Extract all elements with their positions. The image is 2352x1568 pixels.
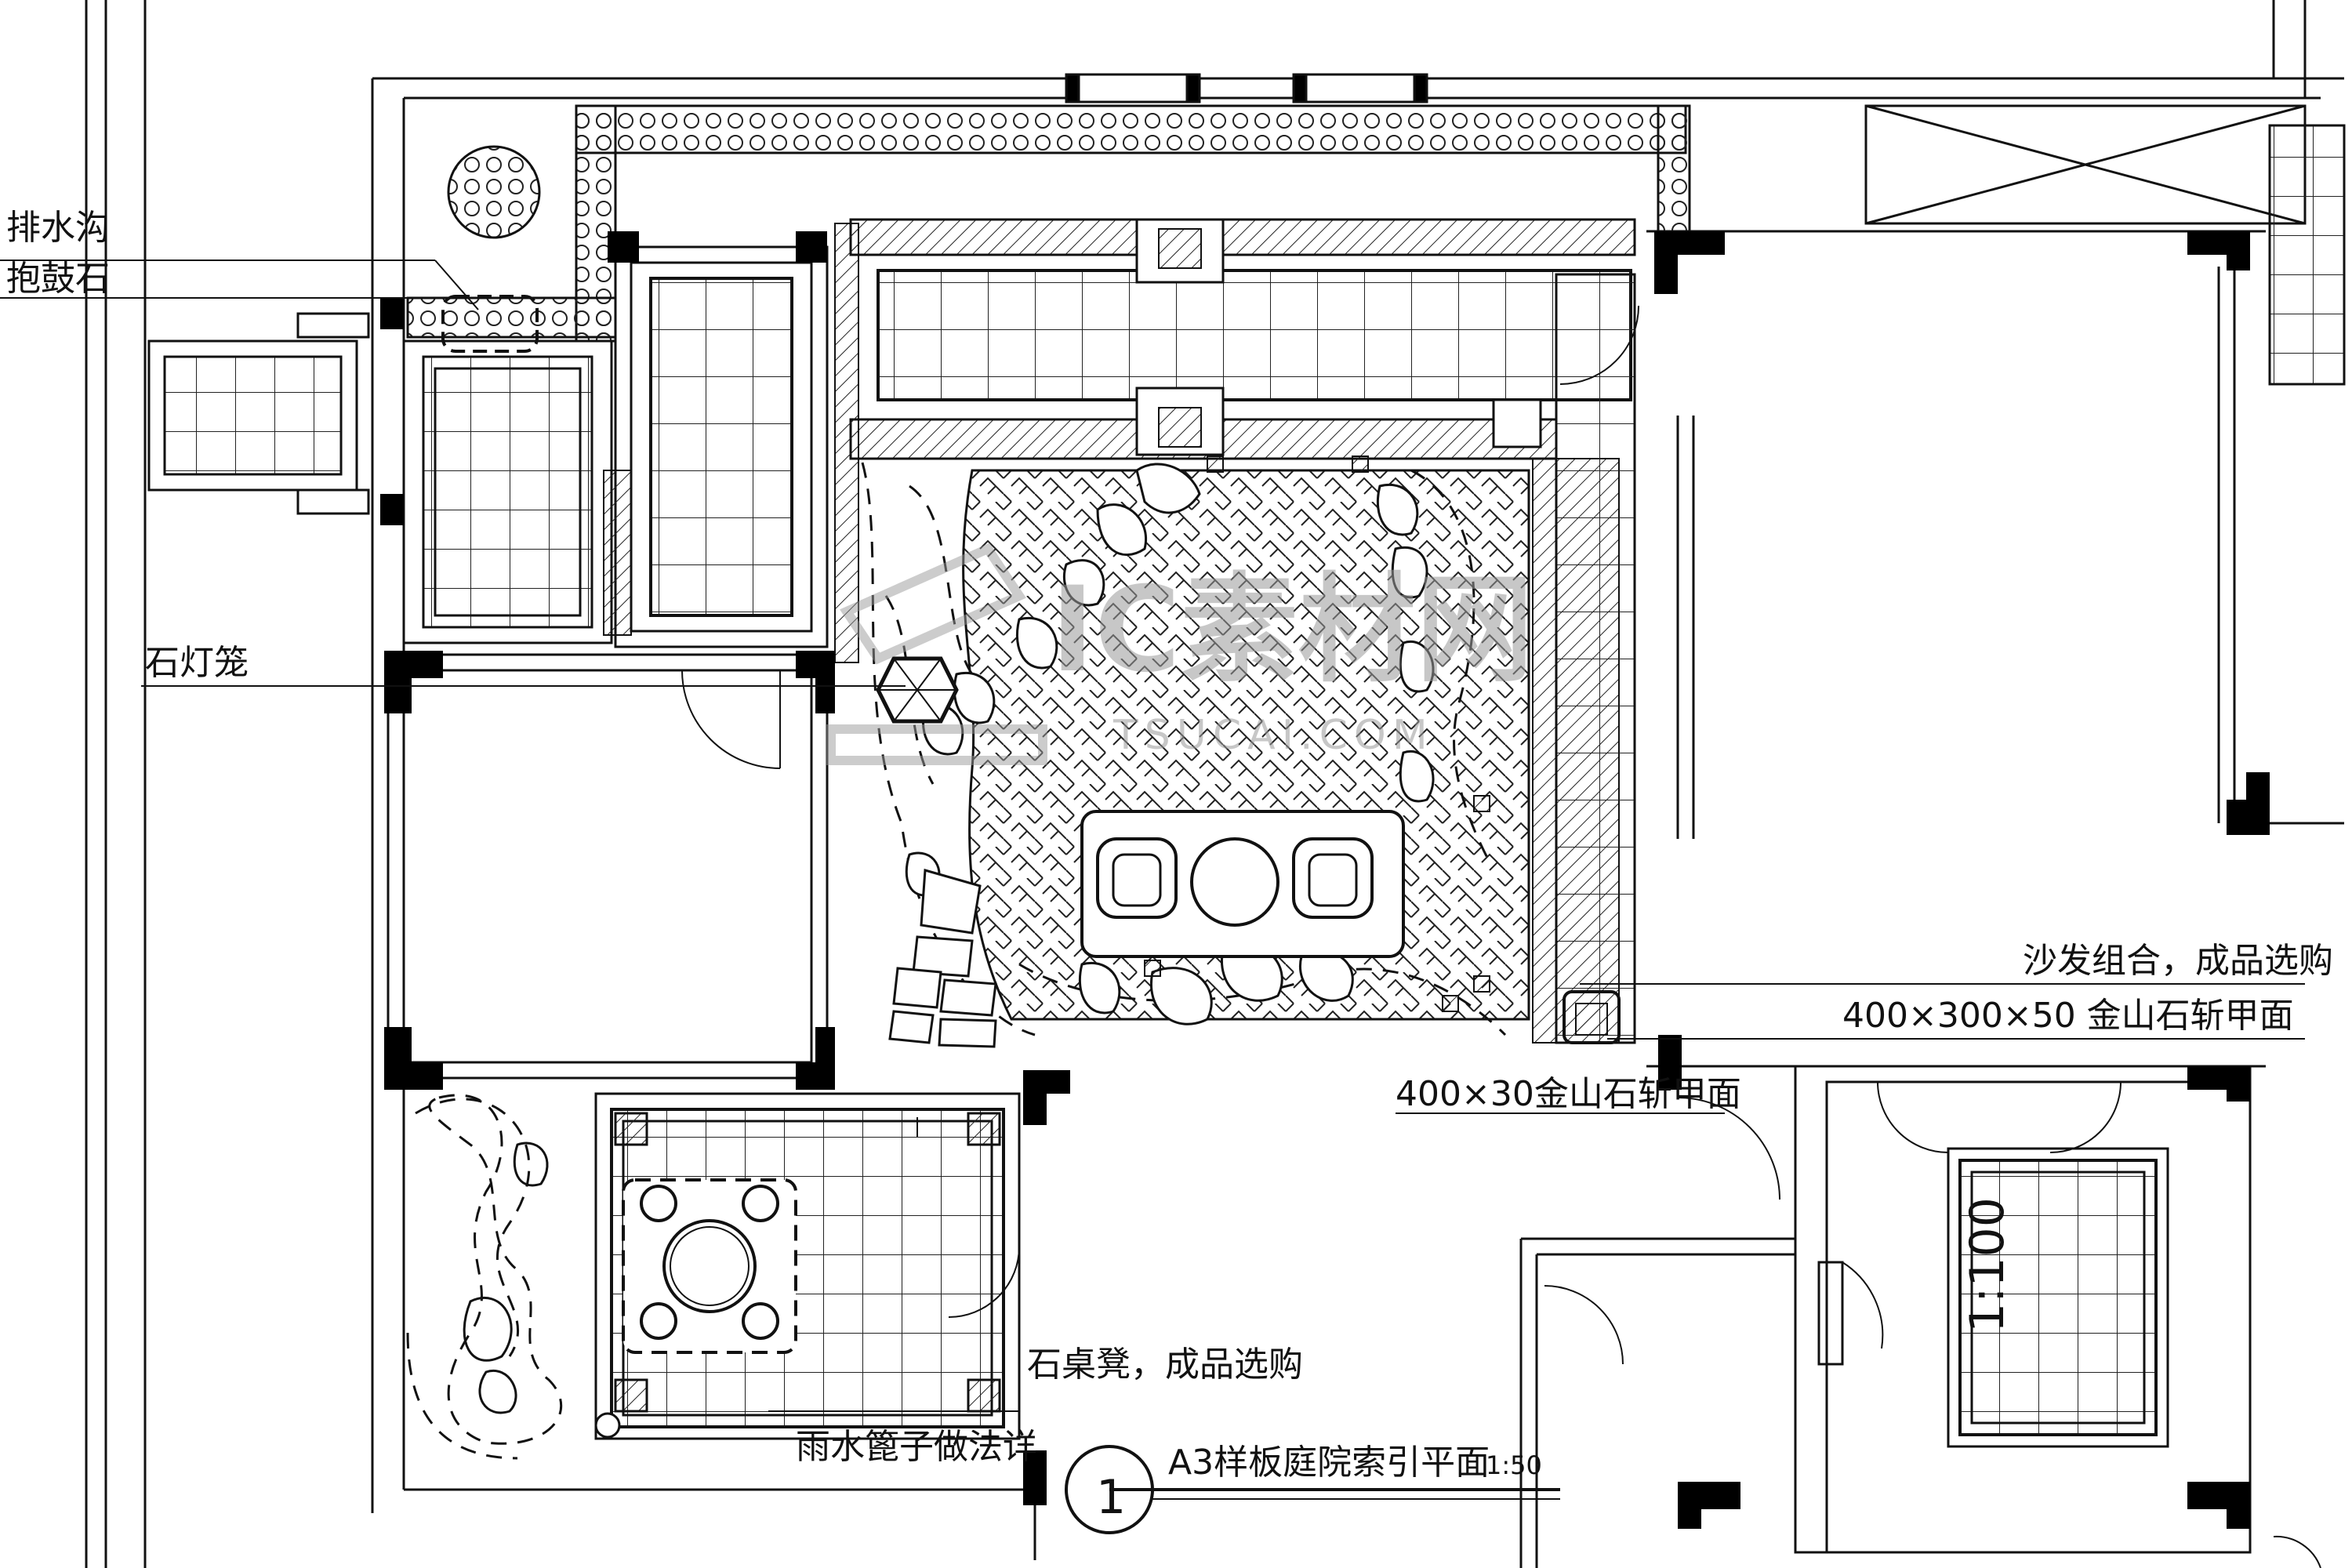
- watermark-logo-icon: [826, 543, 1047, 765]
- entry-steps: [147, 312, 370, 515]
- drawing-title: A3样板庭院索引平面: [1168, 1443, 1490, 1483]
- rain-grate-icon: [594, 1412, 621, 1439]
- label-sofa: 沙发组合，成品选购: [2023, 941, 2333, 981]
- lower-right-room: [1519, 1065, 2252, 1568]
- stone-lantern-icon: [876, 656, 959, 724]
- wall-columns: [380, 231, 2270, 1529]
- right-stair: [2268, 124, 2346, 386]
- label-paving-1: 400×300×50 金山石斩甲面: [1842, 996, 2294, 1036]
- watermark-name: IC素材网: [1051, 562, 1534, 699]
- right-gravel-border: [1657, 104, 1691, 233]
- entry-courtyard: [402, 339, 613, 644]
- index-number: 1: [1096, 1470, 1126, 1525]
- label-stone-table: 石桌凳，成品选购: [1027, 1345, 1303, 1385]
- dimension-text: 1:100: [1960, 1197, 2015, 1333]
- label-paving-2: 400×30金山石斩甲面: [1396, 1074, 1741, 1114]
- interior-room: [387, 653, 829, 1080]
- paved-walkway: [603, 245, 829, 648]
- top-windows: [1065, 73, 1428, 103]
- stepping-stones: [888, 869, 997, 1048]
- watermark-url: TSUCAI.COM: [1112, 712, 1434, 759]
- leader-lines: [0, 260, 2305, 1412]
- door-swings: [948, 305, 2321, 1568]
- drum-stone-marker: [441, 295, 539, 353]
- watermark: IC素材网 TSUCAI.COM: [826, 543, 1534, 765]
- label-rain-grate: 雨水篦子做法详: [796, 1427, 1037, 1467]
- drawing-scale: 1:50: [1486, 1450, 1542, 1480]
- right-paving: [1532, 273, 1636, 1044]
- drain-gravel-strip: [406, 296, 617, 339]
- label-drum-stone: 抱鼓石: [6, 259, 110, 299]
- title-block: 1 A3样板庭院索引平面 1:50: [1065, 1443, 1560, 1534]
- tree-icon: [447, 145, 541, 239]
- drain-grates: [1144, 456, 1490, 1012]
- label-drain-ditch: 排水沟: [6, 208, 110, 248]
- sofa-set: [1080, 810, 1405, 958]
- label-stone-lantern: 石灯笼: [145, 643, 249, 683]
- lower-left-planting: [406, 1094, 563, 1460]
- stone-table-courtyard: [594, 1092, 1021, 1440]
- top-gravel-border: [575, 104, 1687, 154]
